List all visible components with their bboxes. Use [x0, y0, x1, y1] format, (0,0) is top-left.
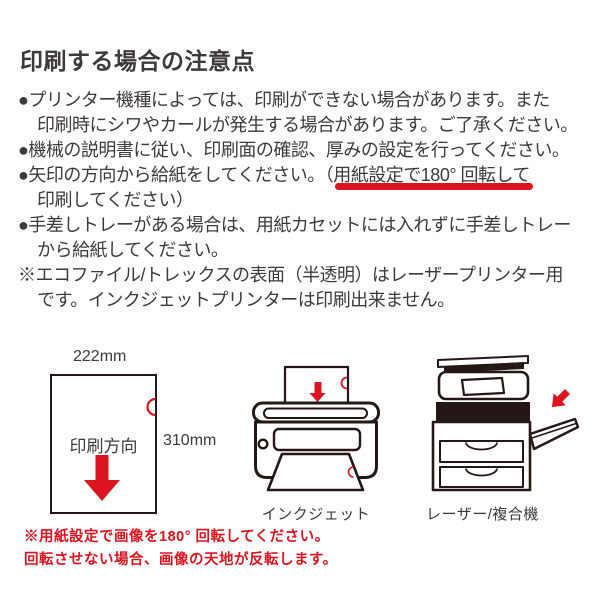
copier-lid	[437, 355, 529, 368]
drawer-handle-icon	[465, 442, 498, 451]
paper-direction-diagram: 222mm 印刷方向 310mm	[45, 346, 235, 521]
note-line: ●機械の説明書に従い、印刷面の確認、厚みの設定を行ってください。	[18, 140, 570, 160]
print-direction-label: 印刷方向	[69, 437, 138, 456]
paper-width-label: 222mm	[73, 348, 127, 365]
feed-arrow-icon	[314, 382, 322, 394]
feeder-slot	[263, 407, 368, 419]
note-line: です。インクジェットプリンターは印刷出来ません。	[37, 290, 455, 310]
inkjet-label: インクジェット	[261, 506, 371, 523]
note-line: ●プリンター機種によっては、印刷ができない場合があります。また	[18, 90, 550, 110]
inkjet-printer-illustration	[252, 365, 380, 492]
thumb-notch-icon	[146, 397, 156, 417]
feed-arrow-head	[309, 393, 326, 402]
paper-drawer-2	[439, 466, 524, 488]
manual-feed-tray	[528, 417, 580, 451]
notes-list: ●プリンター機種によっては、印刷ができない場合があります。また 印刷時にシワやカ…	[18, 88, 596, 313]
tray-guide-line	[531, 422, 577, 439]
manual-feed-arrow-icon	[551, 389, 570, 408]
laser-copier-illustration	[431, 355, 580, 492]
footnote-line: ※用紙設定で画像を180° 回転してください。	[24, 529, 330, 545]
footnote-line: 回転させない場合、画像の天地が反転します。	[24, 552, 338, 568]
power-button-icon	[257, 438, 269, 450]
note-line-feed-direction: ●矢印の方向から給紙をしてください。（用紙設定で180° 回転して	[18, 163, 596, 188]
paper-notch-icon	[340, 376, 348, 390]
note-line: ●手差しトレーがある場合は、用紙カセットには入れずに手差しトレー	[18, 215, 571, 235]
page-title: 印刷する場合の注意点	[20, 48, 255, 74]
note-line: 印刷時にシワやカールが発生する場合があります。ご了承ください。	[37, 115, 578, 135]
paper-height-label: 310mm	[163, 432, 217, 449]
print-direction-arrow-icon	[84, 455, 120, 501]
copier-lid-gap	[444, 362, 524, 373]
paper-drawer-1	[439, 440, 524, 463]
note-line: 印刷してください）	[37, 190, 194, 210]
output-tray-paper	[266, 452, 365, 492]
printer-front-panel	[272, 427, 362, 452]
note-line: ※エコファイル/トレックスの表面（半透明）はレーザープリンター用	[18, 265, 564, 285]
note-text: ●矢印の方向から給紙をしてください。（	[18, 165, 334, 185]
drawer-handle-icon	[465, 468, 498, 477]
laser-copier-label: レーザー/複合機	[426, 506, 539, 523]
control-panel-screen	[460, 376, 506, 397]
red-underlined-text: 用紙設定で180° 回転して	[333, 165, 530, 185]
red-footnote: ※用紙設定で画像を180° 回転してください。 回転させない場合、画像の天地が反…	[24, 526, 338, 572]
note-line: から給紙してください。	[37, 240, 229, 260]
output-paper-notch-icon	[347, 466, 354, 478]
copier-dark-band	[436, 402, 530, 422]
